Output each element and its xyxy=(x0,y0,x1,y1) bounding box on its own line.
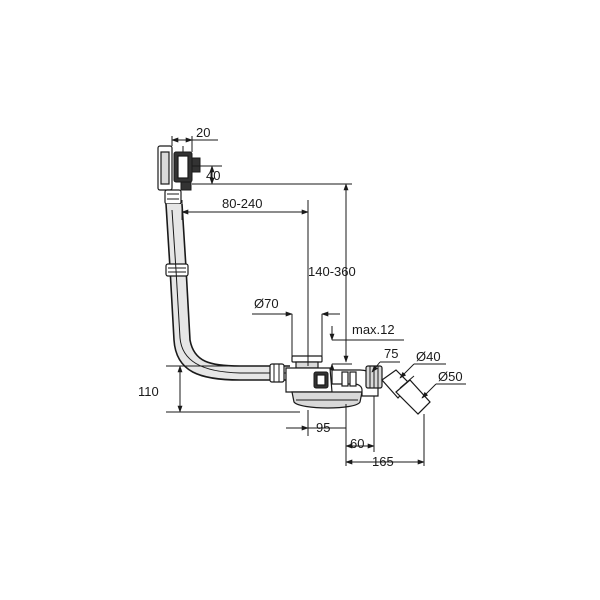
dim-80-240: 80-240 xyxy=(181,196,309,366)
dim-110-label: 110 xyxy=(138,384,159,399)
dim-95-label: 95 xyxy=(316,420,330,435)
dim-dia50: Ø50 xyxy=(421,369,466,399)
dim-max12-label: max.12 xyxy=(352,322,395,337)
dim-110: 110 xyxy=(138,365,300,413)
dim-40-label: 40 xyxy=(206,168,220,183)
overflow-head xyxy=(157,145,201,205)
dim-20: 20 xyxy=(171,125,218,152)
dim-80-240-label: 80-240 xyxy=(222,196,262,211)
dim-20-label: 20 xyxy=(196,125,210,140)
dim-140-360: 140-360 xyxy=(308,183,356,363)
dim-75: 75 xyxy=(371,346,400,373)
dim-max12: max.12 xyxy=(329,322,404,378)
waste-body xyxy=(285,355,383,409)
dim-dia50-label: Ø50 xyxy=(438,369,463,384)
dim-165-label: 165 xyxy=(372,454,394,469)
dim-dia40: Ø40 xyxy=(399,349,446,379)
dim-165: 165 xyxy=(345,414,425,469)
dim-60: 60 xyxy=(345,396,375,466)
dim-dia70-label: Ø70 xyxy=(254,296,279,311)
dim-60-label: 60 xyxy=(350,436,364,451)
dim-95: 95 xyxy=(286,410,346,436)
dim-dia40-label: Ø40 xyxy=(416,349,441,364)
overflow-hose xyxy=(165,203,290,383)
dim-dia70: Ø70 xyxy=(252,296,340,356)
dim-140-360-label: 140-360 xyxy=(308,264,356,279)
dim-75-label: 75 xyxy=(384,346,398,361)
outlet-pipe xyxy=(381,369,431,415)
